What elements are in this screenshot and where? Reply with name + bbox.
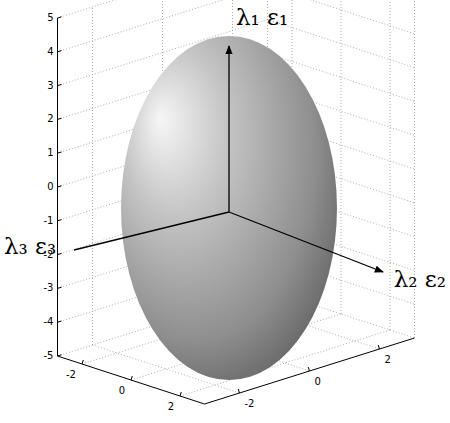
tick-mark [82,360,83,364]
principal-axis [229,212,383,272]
tick-label: -1 [44,216,54,226]
tick-mark [58,287,62,288]
tick-mark [378,345,379,349]
tick-label: -2 [245,399,255,409]
tick-mark [131,376,132,380]
tick-label: -4 [44,317,54,327]
tick-label: -2 [44,250,54,260]
tick-label: 4 [47,47,53,57]
tick-label: 2 [385,355,391,365]
tick-mark [58,220,62,221]
tick-label: 3 [47,81,53,91]
ellipsoid [121,36,337,380]
axis-label: λ₁ ε₁ [236,6,288,29]
tick-label: 2 [168,402,174,412]
tick-mark [58,321,62,322]
tick-label: -3 [44,283,54,293]
tick-label: -2 [66,370,76,380]
tick-label: 5 [47,13,53,23]
tick-label: 0 [315,377,321,387]
grid-line [341,0,342,314]
tick-mark [180,392,181,396]
grid-line [92,7,93,345]
grid-line [390,0,391,330]
tick-mark [58,186,62,187]
tick-label: 0 [47,182,53,192]
tick-mark [58,355,62,356]
tick-mark [238,389,239,393]
tick-label: -5 [44,351,54,361]
principal-axis [74,212,229,250]
tick-mark [58,152,62,153]
tick-mark [58,17,62,18]
axis-label: λ₂ ε₂ [394,268,446,291]
tick-mark [58,118,62,119]
tick-label: 2 [47,114,53,124]
grid-lines [58,0,415,396]
tick-mark [308,367,309,371]
tick-mark [58,51,62,52]
tick-label: 1 [47,148,53,158]
principal-axis [228,46,229,212]
tick-mark [58,84,62,85]
tick-label: 0 [119,386,125,396]
tick-mark [58,253,62,254]
